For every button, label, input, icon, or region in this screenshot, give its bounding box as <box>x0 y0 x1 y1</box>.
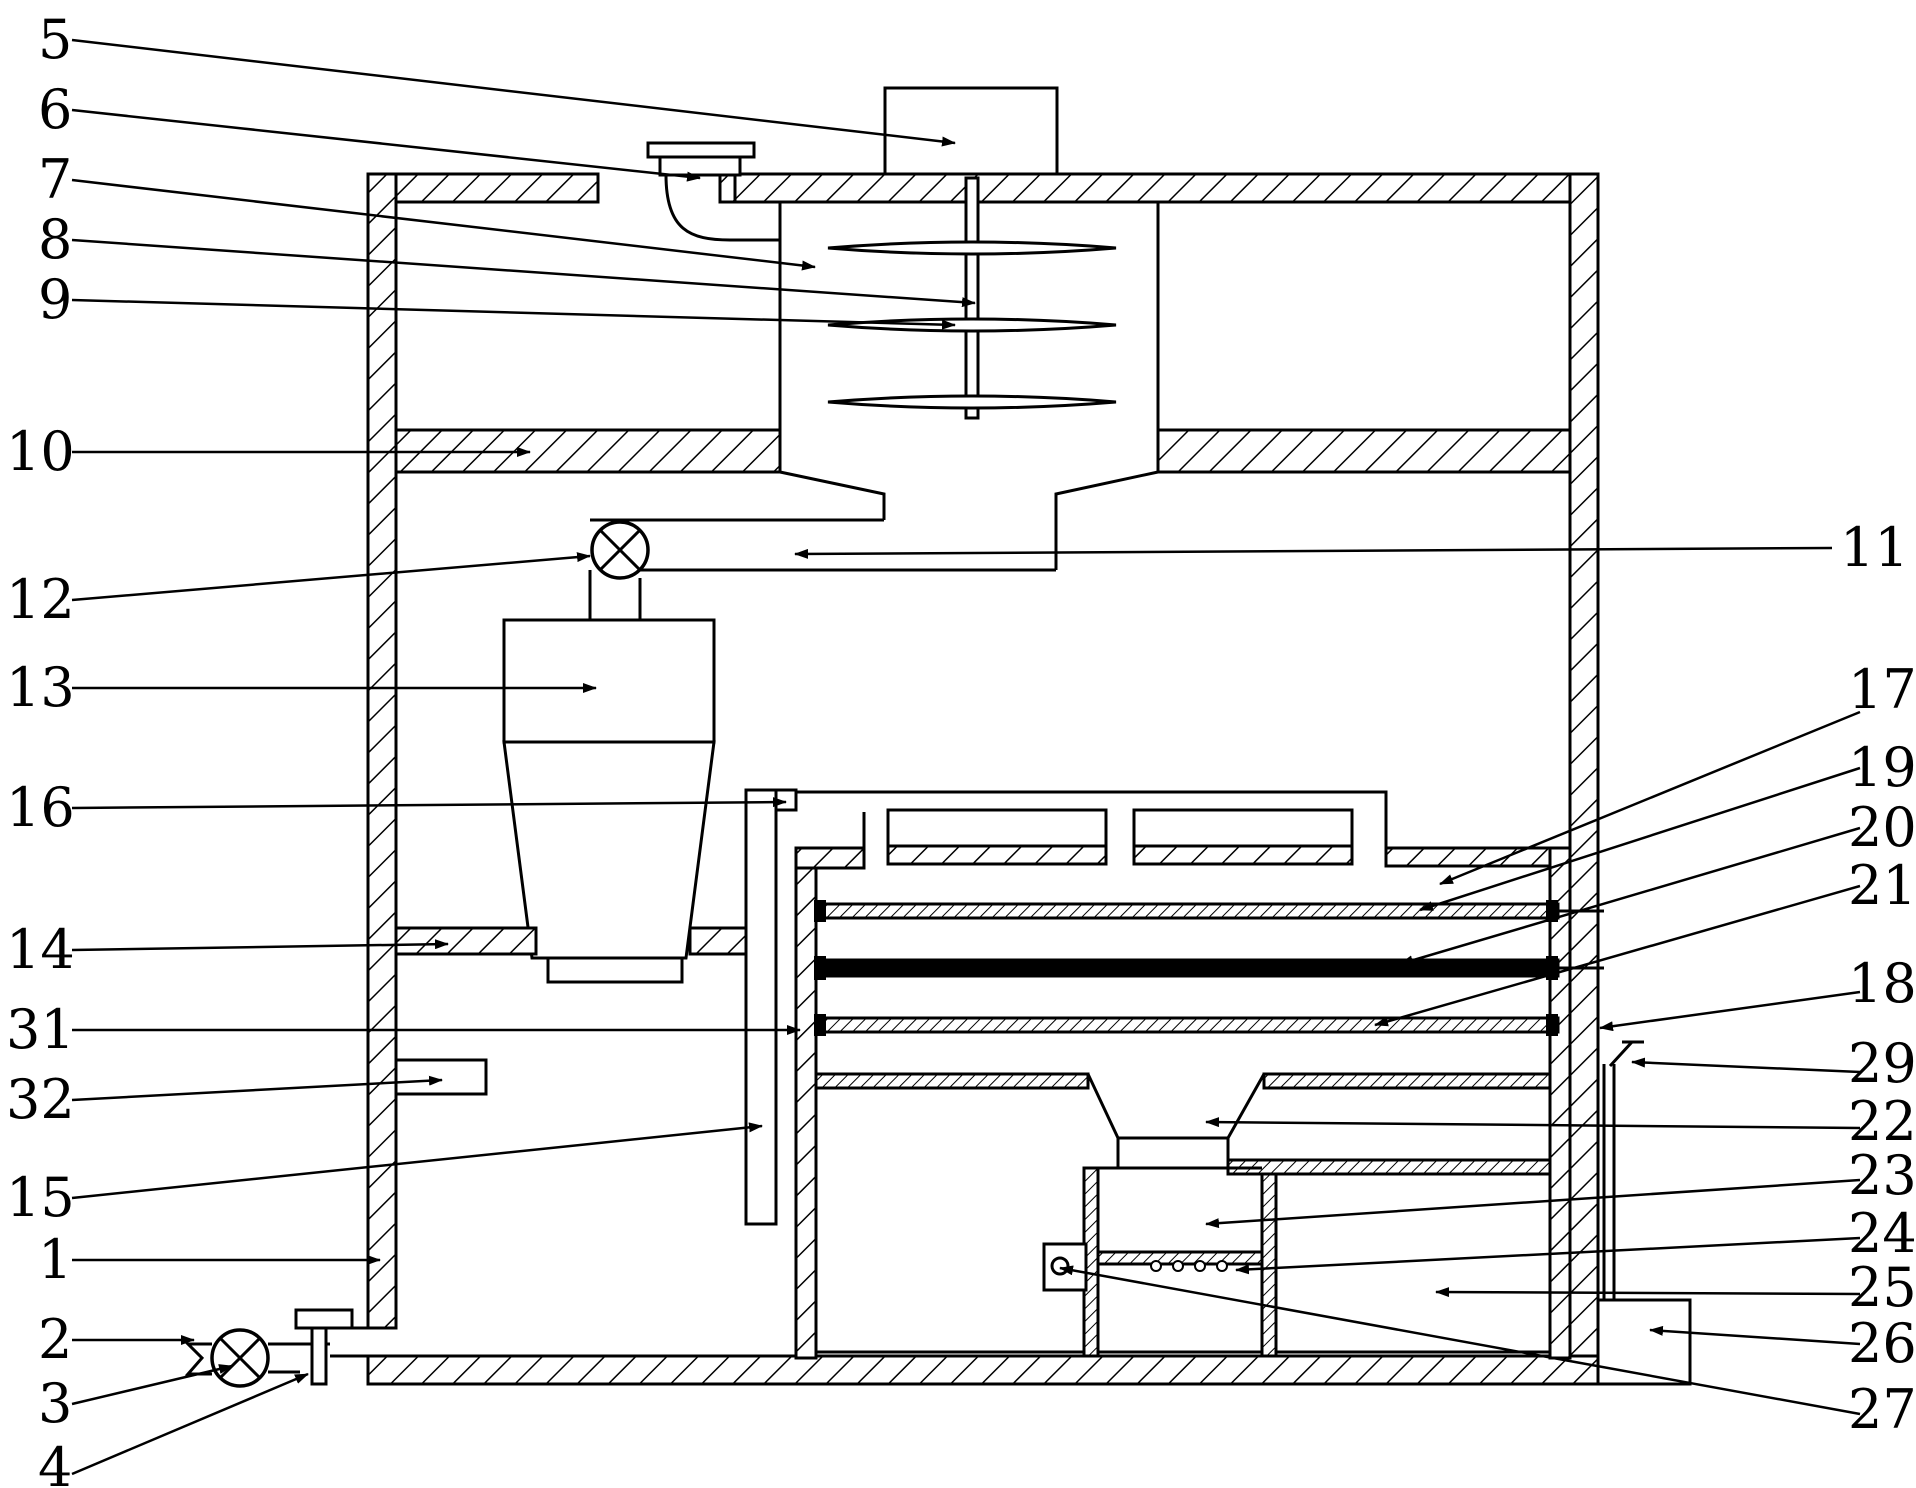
label-23: 23 <box>1848 1144 1916 1207</box>
label-14: 14 <box>6 918 75 981</box>
label-2: 2 <box>38 1308 72 1371</box>
motor-5 <box>883 86 1059 176</box>
label-8: 8 <box>38 208 72 271</box>
label-21: 21 <box>1848 854 1916 917</box>
label-6: 6 <box>38 78 72 141</box>
air-vents <box>886 808 1354 866</box>
screen-19 <box>814 900 1604 922</box>
label-31: 31 <box>6 998 75 1061</box>
label-9: 9 <box>38 268 72 331</box>
label-32: 32 <box>6 1068 75 1131</box>
screen-21 <box>814 1014 1560 1036</box>
label-18: 18 <box>1848 952 1916 1015</box>
label-20: 20 <box>1848 796 1916 859</box>
pump-12 <box>588 520 650 620</box>
partition-plate-10 <box>394 428 1572 474</box>
label-29: 29 <box>1848 1032 1916 1095</box>
label-16: 16 <box>6 776 75 839</box>
leader-lines <box>71 38 1861 1476</box>
motor-27 <box>1042 1242 1088 1292</box>
labels-left: 5 6 7 8 9 10 12 13 16 14 31 32 15 1 2 3 … <box>6 8 75 1488</box>
label-1: 1 <box>38 1228 72 1291</box>
label-10: 10 <box>6 420 75 483</box>
filter-24 <box>1096 1250 1264 1272</box>
collector-23 <box>1082 1136 1278 1358</box>
label-27: 27 <box>1848 1378 1916 1441</box>
mixing-tank-7 <box>590 202 1160 572</box>
label-26: 26 <box>1848 1312 1916 1375</box>
outlet-pump-3 <box>184 1328 330 1388</box>
screen-20 <box>814 956 1604 980</box>
label-24: 24 <box>1848 1202 1916 1265</box>
stirring-blades-9 <box>827 240 1117 410</box>
separator-13 <box>502 618 716 984</box>
label-4: 4 <box>38 1436 72 1488</box>
label-7: 7 <box>38 148 72 211</box>
label-15: 15 <box>6 1166 75 1229</box>
label-5: 5 <box>38 8 72 71</box>
outlet-valve-4 <box>294 1308 354 1386</box>
inlet-6 <box>646 141 780 242</box>
label-11: 11 <box>1840 516 1909 579</box>
label-22: 22 <box>1848 1090 1916 1153</box>
pipe-15 <box>744 788 778 1226</box>
label-19: 19 <box>1848 736 1916 799</box>
label-12: 12 <box>6 568 75 631</box>
sensor-32 <box>394 1058 488 1096</box>
drying-chamber-17 <box>794 790 1572 1360</box>
label-3: 3 <box>38 1372 72 1435</box>
labels-right: 11 17 19 20 21 18 29 22 23 24 25 26 27 <box>1840 516 1916 1441</box>
label-13: 13 <box>6 656 75 719</box>
shelf-14 <box>394 926 748 956</box>
label-25: 25 <box>1848 1256 1916 1319</box>
storage-box-26 <box>1596 1298 1692 1386</box>
label-17: 17 <box>1848 658 1916 721</box>
stirring-shaft-8 <box>964 176 980 420</box>
main-housing <box>330 172 1600 1386</box>
pipe-29 <box>1602 1040 1644 1300</box>
funnel-22 <box>814 1072 1552 1176</box>
